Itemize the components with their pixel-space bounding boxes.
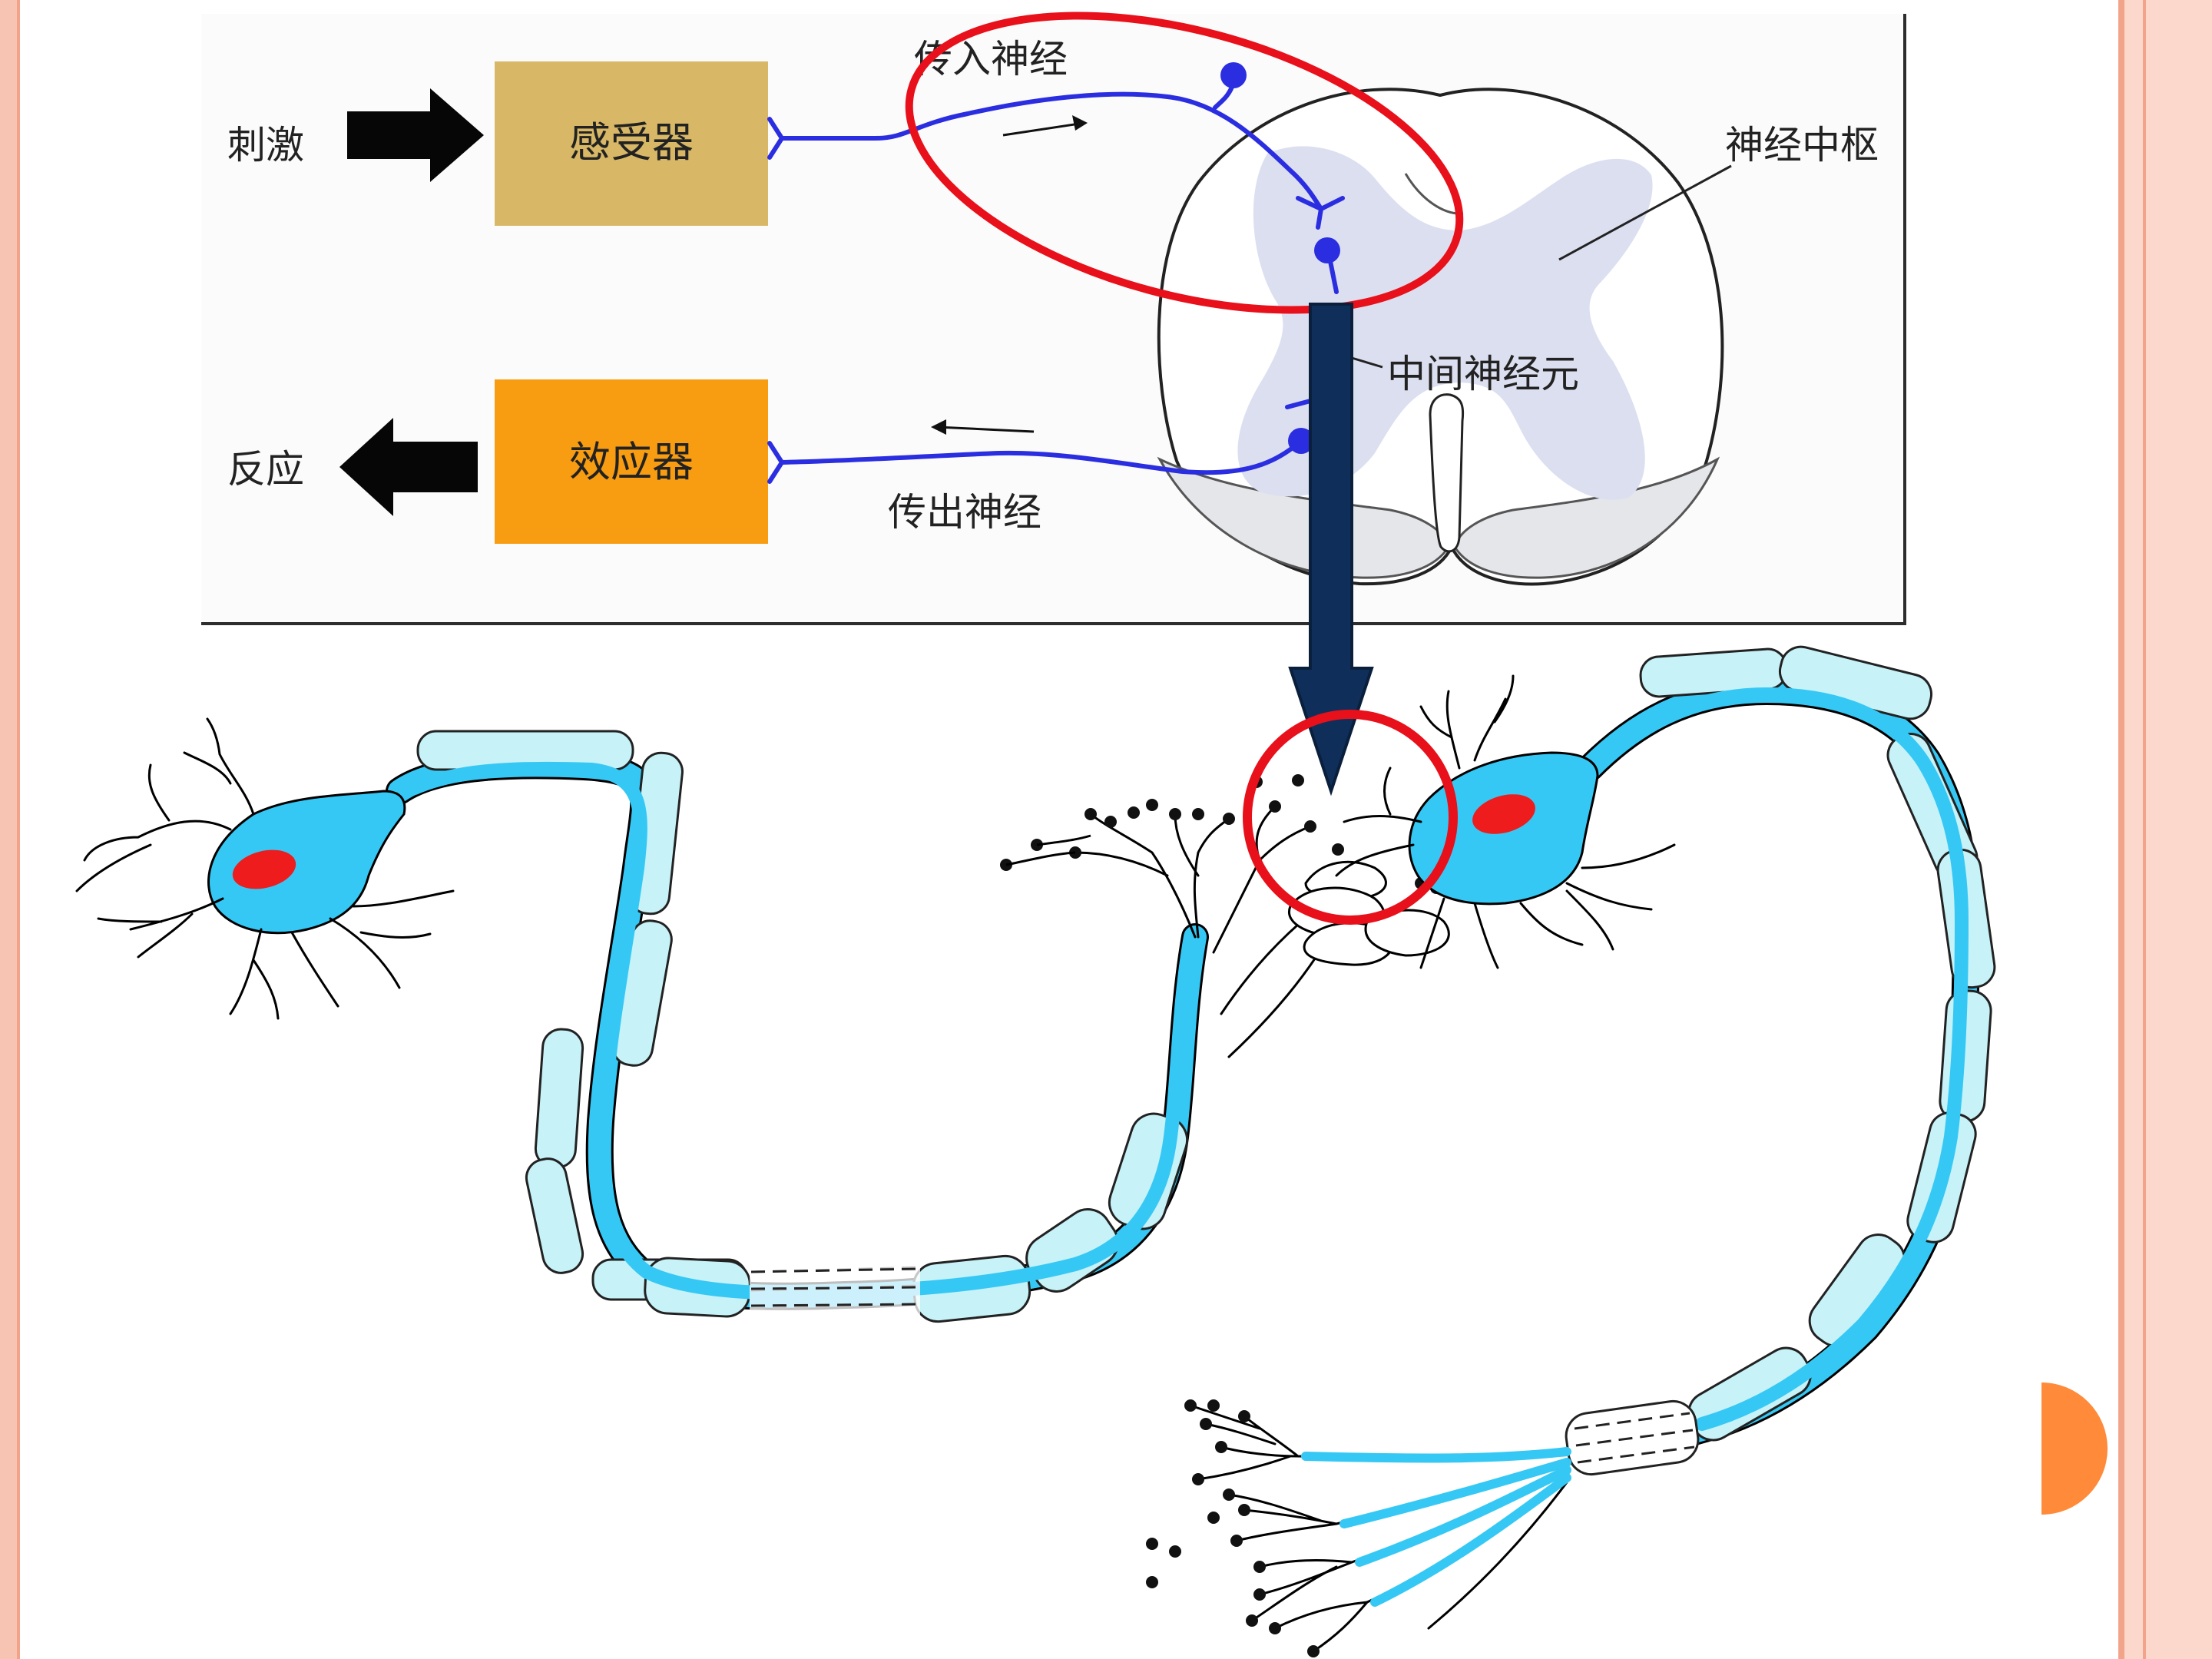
axon-break-dashes-visible bbox=[750, 1267, 919, 1307]
afferent-nerve-line bbox=[780, 91, 1323, 211]
slide-right-border-line bbox=[2118, 0, 2124, 1659]
receptor-terminal bbox=[767, 117, 785, 160]
efferent-nerve-line bbox=[780, 439, 1303, 475]
synaptic-boutons bbox=[1287, 860, 1450, 966]
myelin-segment bbox=[525, 1157, 584, 1274]
slide-left-border-line bbox=[17, 0, 20, 1659]
central-canal bbox=[1429, 393, 1465, 553]
afferent-direction-arrow bbox=[1002, 115, 1088, 137]
right-axon-break-dashes bbox=[1574, 1412, 1695, 1464]
slide-right-border bbox=[2118, 0, 2212, 1659]
nerve-center-leader bbox=[1558, 164, 1732, 261]
slide-left-border bbox=[0, 0, 17, 1659]
interneuron-body bbox=[1314, 237, 1340, 263]
efferent-direction-arrow bbox=[931, 419, 1035, 435]
nerve-center-label: 神经中枢 bbox=[1725, 123, 1879, 167]
left-neuron-nucleus bbox=[232, 849, 296, 889]
efferent-nerve-label: 传出神经 bbox=[888, 490, 1041, 535]
synapse-highlight-circle bbox=[1243, 710, 1458, 925]
left-synaptic-knobs bbox=[1000, 774, 1442, 917]
stimulus-arrow bbox=[347, 88, 484, 182]
right-neuron-nucleus bbox=[1472, 794, 1535, 834]
right-neuron bbox=[1146, 645, 1996, 1657]
slide-accent-semicircle bbox=[2041, 1382, 2108, 1515]
effector-box bbox=[495, 379, 768, 544]
stimulus-label: 刺激 bbox=[227, 123, 304, 167]
myelin-segment bbox=[1687, 1346, 1812, 1442]
afferent-highlight-ellipse bbox=[905, 12, 1464, 314]
right-axon-terminal-cores bbox=[1301, 1447, 1571, 1607]
right-neuron-dendrites bbox=[1335, 674, 1676, 969]
right-axon-core-visible bbox=[1591, 687, 1969, 1431]
response-arrow bbox=[339, 418, 478, 516]
ganglion-cell-body bbox=[1220, 62, 1247, 88]
receptor-box bbox=[495, 61, 768, 226]
left-neuron-soma bbox=[207, 790, 406, 935]
spinal-cord-section bbox=[1157, 88, 1724, 586]
effector-terminal bbox=[767, 441, 785, 484]
interneuron-label: 中间神经元 bbox=[1387, 352, 1579, 396]
left-axon-core-visible bbox=[408, 761, 1199, 1300]
receptor-label: 感受器 bbox=[569, 118, 694, 167]
interneuron-leader bbox=[1351, 356, 1383, 369]
slide-right-border-line bbox=[2143, 0, 2146, 1659]
zoom-down-arrow bbox=[1288, 303, 1374, 796]
neuron-chain bbox=[75, 645, 1996, 1657]
myelin-segment bbox=[534, 1028, 584, 1169]
left-terminal-stalks bbox=[1005, 834, 1091, 866]
left-neuron-dendrites bbox=[75, 717, 455, 1020]
response-label: 反应 bbox=[227, 447, 304, 492]
right-terminal-twigs bbox=[1189, 1404, 1369, 1653]
left-neuron bbox=[75, 717, 1442, 1323]
reflex-arc-panel: 刺激 感受器 反应 效应器 bbox=[201, 12, 1906, 625]
left-neuron-myelin-sheath bbox=[416, 730, 1189, 1323]
efferent-nerve-path bbox=[767, 439, 1303, 484]
effector-label: 效应器 bbox=[569, 438, 694, 486]
synapse-fork bbox=[1296, 196, 1345, 230]
right-synaptic-knobs bbox=[1146, 1399, 1320, 1657]
afferent-nerve-label: 传入神经 bbox=[914, 37, 1068, 81]
